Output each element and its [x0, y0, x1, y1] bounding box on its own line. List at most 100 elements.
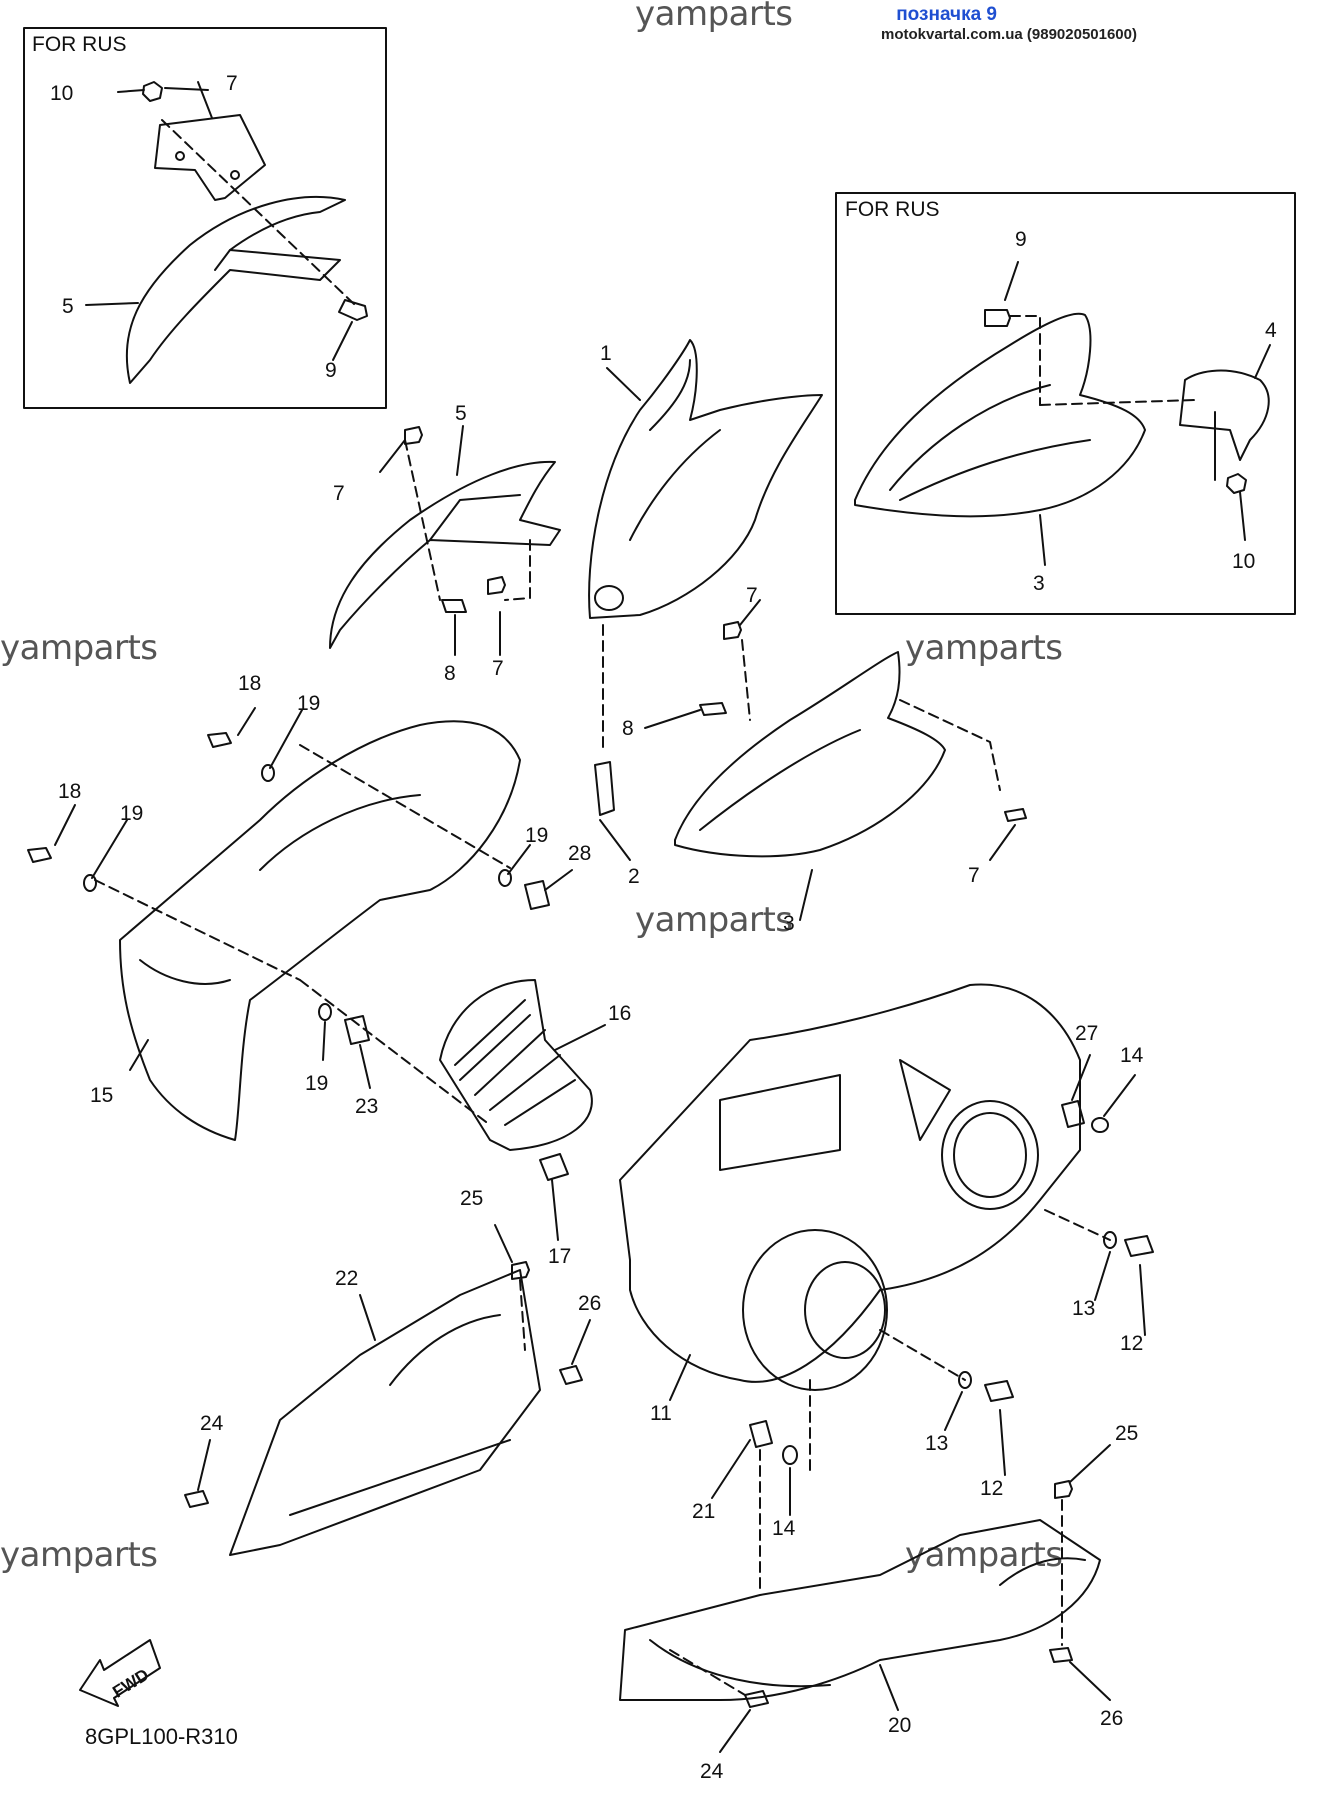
- part-5-fender: [329, 460, 561, 649]
- leader-line: [117, 89, 145, 93]
- callout: 19: [120, 802, 143, 825]
- leader-line: [999, 1409, 1006, 1476]
- leader-line: [544, 869, 573, 891]
- callout: 12: [980, 1477, 1003, 1500]
- part-22-detail: [389, 1314, 501, 1386]
- part-3-cover-inset: [854, 312, 1146, 518]
- header-label: позначка 9: [896, 4, 997, 25]
- part-11-rib: [899, 1059, 951, 1141]
- part-3-detail: [699, 729, 861, 831]
- part-9-bolt: [984, 309, 1011, 327]
- part-5-detail: [429, 494, 521, 541]
- leader-line: [322, 1021, 326, 1061]
- assembly-line: [519, 1279, 526, 1351]
- callout: 9: [325, 359, 337, 382]
- leader-line: [1139, 1264, 1146, 1336]
- assembly-line: [94, 879, 301, 981]
- part-10-nut: [1226, 473, 1247, 494]
- fwd-arrow-icon: [79, 1639, 161, 1707]
- leader-line: [494, 1224, 513, 1263]
- callout: 7: [492, 657, 504, 680]
- leader-line: [507, 844, 531, 875]
- callout: 24: [200, 1412, 224, 1435]
- callout: 15: [90, 1084, 113, 1107]
- callout: 26: [1100, 1707, 1123, 1730]
- part-15-detail: [139, 959, 231, 985]
- part-28-clip: [524, 880, 550, 910]
- watermark: yamparts: [905, 1535, 1063, 1575]
- assembly-line: [299, 979, 491, 1126]
- callout: 25: [460, 1187, 483, 1210]
- callout: 3: [783, 912, 795, 935]
- part-27-clip: [1061, 1100, 1085, 1128]
- part-5-fender-inset: [125, 196, 346, 384]
- leader-line: [197, 81, 213, 119]
- leader-line: [879, 1664, 899, 1711]
- header-site: motokvartal.com.ua (989020501600): [881, 26, 1137, 43]
- leader-line: [571, 1319, 591, 1365]
- leader-line: [1004, 261, 1019, 301]
- inset-title: FOR RUS: [845, 198, 940, 221]
- part-14-washer: [1091, 1117, 1109, 1133]
- part-3-detail: [889, 384, 1051, 491]
- callout: 20: [888, 1714, 911, 1737]
- part-18-bolt: [207, 732, 232, 748]
- callout: 7: [226, 72, 238, 95]
- part-7-bolt: [1004, 808, 1027, 822]
- callout: 19: [525, 824, 548, 847]
- assembly-line: [899, 699, 1001, 791]
- part-13-washer: [1103, 1231, 1117, 1249]
- leader-line: [1254, 344, 1271, 379]
- leader-line: [1103, 1074, 1136, 1117]
- part-14-washer: [782, 1445, 798, 1465]
- callout: 18: [58, 780, 81, 803]
- callout: 5: [455, 402, 467, 425]
- leader-line: [644, 709, 701, 729]
- leader-line: [379, 439, 406, 473]
- assembly-line: [504, 539, 531, 601]
- callout: 7: [333, 482, 345, 505]
- part-11-generator-inner: [953, 1112, 1027, 1198]
- leader-line: [359, 1044, 371, 1089]
- leader-line: [54, 804, 76, 846]
- part-9-bolt: [338, 299, 368, 321]
- callout: 18: [238, 672, 261, 695]
- part-26-clip: [559, 1365, 583, 1385]
- part-19-washer: [261, 764, 275, 782]
- part-11-window: [719, 1074, 841, 1171]
- callout: 5: [62, 295, 74, 318]
- callout: 7: [968, 864, 980, 887]
- leader-line: [719, 1709, 751, 1753]
- part-7-bolt: [404, 426, 423, 445]
- inset-box-1: [23, 27, 387, 409]
- callout: 12: [1120, 1332, 1143, 1355]
- assembly-line: [404, 439, 441, 601]
- callout: 10: [1232, 550, 1255, 573]
- part-6-hole: [175, 151, 185, 161]
- callout: 8: [622, 717, 634, 740]
- part-12-bolt: [984, 1380, 1014, 1402]
- part-18-bolt: [27, 847, 52, 863]
- leader-line: [799, 869, 813, 921]
- part-20-lower-cover: [619, 1519, 1101, 1701]
- part-24-bolt: [184, 1490, 209, 1508]
- callout: 17: [548, 1245, 571, 1268]
- assembly-line: [1009, 315, 1041, 406]
- part-21-clip: [749, 1420, 773, 1448]
- leader-line: [1071, 1054, 1091, 1101]
- leader-line: [237, 707, 256, 736]
- part-1-front-cover: [588, 339, 823, 619]
- callout: 19: [305, 1072, 328, 1095]
- assembly-line: [741, 639, 751, 721]
- watermark: yamparts: [905, 628, 1063, 668]
- part-25-bolt: [1054, 1480, 1073, 1499]
- part-3-side-cover: [674, 651, 946, 858]
- part-15-detail: [259, 794, 421, 871]
- callout: 16: [608, 1002, 631, 1025]
- leader-line: [551, 1179, 559, 1241]
- leader-line: [1094, 1251, 1111, 1301]
- callout: 21: [692, 1500, 715, 1523]
- leader-line: [1039, 514, 1046, 566]
- watermark: yamparts: [0, 628, 158, 668]
- leader-line: [711, 1439, 751, 1499]
